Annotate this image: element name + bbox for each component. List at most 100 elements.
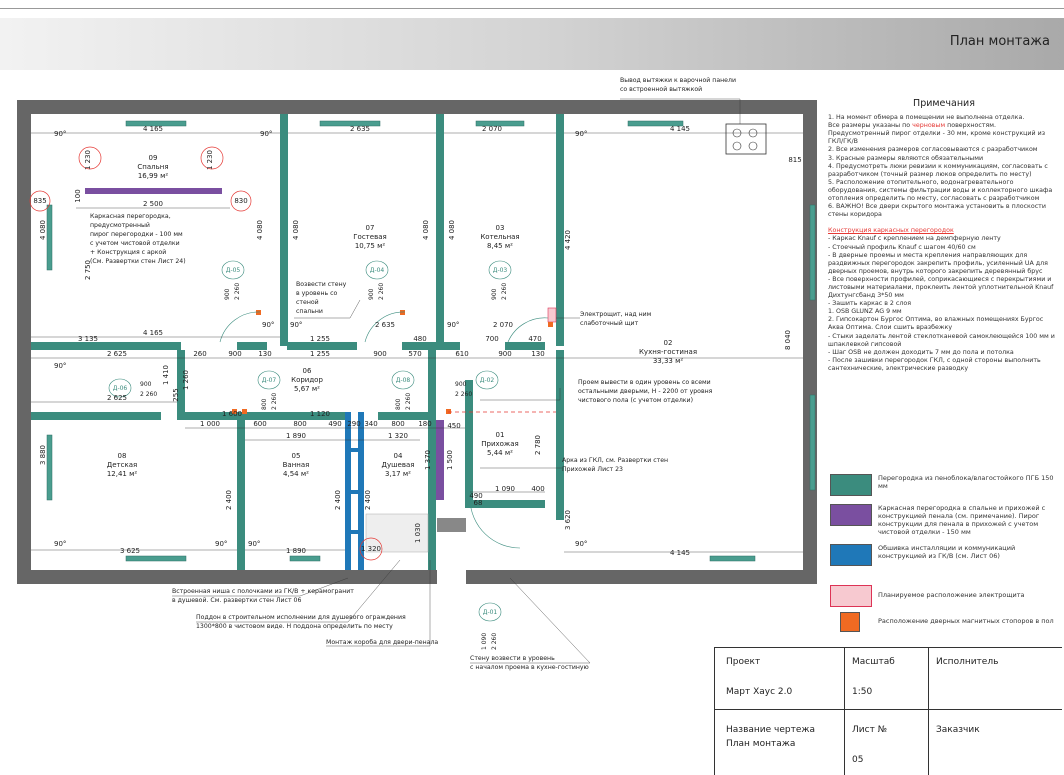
legend-swatch: [840, 612, 860, 632]
dim-text: 4 080: [422, 220, 430, 240]
vent-note: со встроенной вытяжкой: [620, 85, 702, 93]
dim-text: 2 635: [350, 125, 370, 133]
angle-label: 90°: [54, 362, 66, 370]
dim-text: 3 625: [120, 547, 140, 555]
dimension-lines: [31, 132, 803, 553]
partition-note: + Конструкция с аркой: [90, 248, 166, 256]
notes-panel: Примечания 1. На момент обмера в помещен…: [828, 99, 1060, 373]
dim-text: 130: [531, 350, 544, 358]
dim-text: 255: [172, 388, 180, 401]
dim-text: 470: [528, 335, 541, 343]
door-sizes: 900 2 260 900 2 260 900 2 260 900 2 260 …: [140, 283, 508, 650]
door-width: 800: [261, 398, 268, 410]
dim-text: 2 070: [482, 125, 502, 133]
room-num: 09: [149, 154, 158, 162]
note-item: 2. Все изменения размеров согласовываютс…: [828, 146, 1038, 154]
room-num: 03: [496, 224, 505, 232]
dim-text: 1 500: [446, 450, 454, 470]
leader-lines: [172, 98, 741, 664]
dim-text: 835: [33, 197, 46, 205]
room-name: Коридор: [291, 376, 323, 384]
door-height: 2 260: [378, 283, 385, 300]
tray-note: 1300*800 в чистовом виде. Н поддона опре…: [196, 623, 393, 630]
mandatory-dims: 1 230 1 230 835 830 1 320 815: [29, 146, 802, 561]
angle-label: 90°: [54, 130, 66, 138]
construction-item: - Каркас Knauf с креплением на демпферну…: [828, 235, 1001, 243]
arch-note: Прихожей Лист 23: [562, 465, 623, 473]
dim-text: 2 400: [334, 490, 342, 510]
construction-item: - Шаг OSB не должен доходить 7 мм до пол…: [828, 348, 1014, 356]
door-height: 2 260: [234, 283, 241, 300]
sheet-label: Лист №: [852, 725, 888, 735]
dim-text: 260: [193, 350, 206, 358]
construction-item: - Стоечный профиль Knauf с шагом 40/60 с…: [828, 243, 976, 251]
title-block: Проект Масштаб Исполнитель Март Хаус 2.0…: [714, 647, 1062, 775]
door-tag: Д-06: [113, 385, 128, 392]
sheet-title: План монтажа: [949, 34, 1050, 49]
dim-text: 8 040: [784, 330, 792, 350]
room-num: 06: [303, 367, 312, 375]
dim-text: 4 145: [670, 549, 690, 557]
door-height: 2 260: [491, 633, 498, 650]
note-item: Все размеры указаны по черновым поверхно…: [828, 122, 1060, 130]
door-width: 1 090: [481, 633, 488, 650]
room-name: Прихожая: [481, 440, 519, 448]
angle-label: 90°: [447, 321, 459, 329]
door-width: 900: [368, 288, 375, 300]
dim-text: 4 080: [292, 220, 300, 240]
dim-text: 570: [408, 350, 421, 358]
dim-text: 2 750: [84, 260, 92, 280]
dim-text: 900: [498, 350, 511, 358]
room-name: Котельная: [480, 233, 519, 241]
legend-text: Обшивка инсталляции и коммуникаций конст…: [878, 544, 1016, 560]
construction-item: - В дверные проемы и места крепления нап…: [828, 251, 1048, 275]
drawing-label: Название чертежа: [726, 725, 815, 735]
room-name: Кухня-гостиная: [639, 348, 697, 356]
dim-text: 4 080: [39, 220, 47, 240]
dim-text: 130: [258, 350, 271, 358]
niche-note: Встроенная ниша с полочками из ГК/В + ке…: [172, 588, 354, 595]
dim-text: 1 230: [206, 150, 214, 170]
vertical-dimension-texts: 4 080 2 750 4 080 4 080 4 080 4 080 4 42…: [39, 189, 792, 543]
customer-label: Заказчик: [936, 725, 980, 735]
door-stoppers: [232, 310, 553, 414]
dim-text: 4 080: [448, 220, 456, 240]
dim-text: 1 090: [495, 485, 515, 493]
wall-kitchen-note: Стену возвести в уровень: [470, 655, 555, 662]
room-area: 10,75 м²: [355, 242, 386, 250]
room-area: 8,45 м²: [487, 242, 513, 250]
room-name: Спальня: [137, 163, 168, 171]
door-tag: Д-03: [493, 267, 508, 274]
dim-text: 815: [788, 156, 801, 164]
room-area: 5,67 м²: [294, 385, 320, 393]
note-item: 1. На момент обмера в помещении не выпол…: [828, 114, 1025, 122]
legend-swatch: [830, 504, 872, 526]
note-item: 5. Расположение отопительного, водонагре…: [828, 178, 1053, 203]
note-item: 4. Предусмотреть люки ревизии к коммуник…: [828, 162, 1048, 178]
door-tag: Д-08: [396, 377, 411, 384]
electro-note: Электрощит, над ним: [580, 311, 652, 318]
partition-note: Каркасная перегородка,: [90, 213, 171, 220]
frame-partitions: [85, 188, 444, 500]
project-label: Проект: [726, 657, 761, 667]
dim-text: 1 120: [310, 410, 330, 418]
note-item: 6. ВАЖНО! Все двери скрытого монтажа уст…: [828, 203, 1046, 219]
angle-label: 90°: [260, 130, 272, 138]
legend-swatch: [830, 474, 872, 496]
dim-text: 100: [74, 189, 82, 202]
dim-text: 2 070: [493, 321, 513, 329]
door-width: 900: [491, 288, 498, 300]
room-num: 01: [496, 431, 505, 439]
room-num: 07: [366, 224, 375, 232]
dim-text: 700: [485, 335, 498, 343]
door-tags: Д-05 Д-04 Д-03 Д-06 Д-07 Д-08 Д-02 Д-01: [108, 260, 512, 622]
header-banner: План монтажа: [0, 18, 1064, 70]
room-name: Душевая: [382, 461, 415, 469]
angle-marks: 90° 90° 90° 90° 90° 90° 90° 90° 90° 90° …: [54, 130, 587, 548]
electrical-panel: [547, 307, 557, 323]
door-height: 2 260: [405, 393, 412, 410]
interior-partitions: [31, 114, 564, 570]
construction-item: - Все поверхности профилей, соприкасающи…: [828, 275, 1054, 300]
room-num: 05: [292, 452, 301, 460]
angle-label: 90°: [290, 321, 302, 329]
